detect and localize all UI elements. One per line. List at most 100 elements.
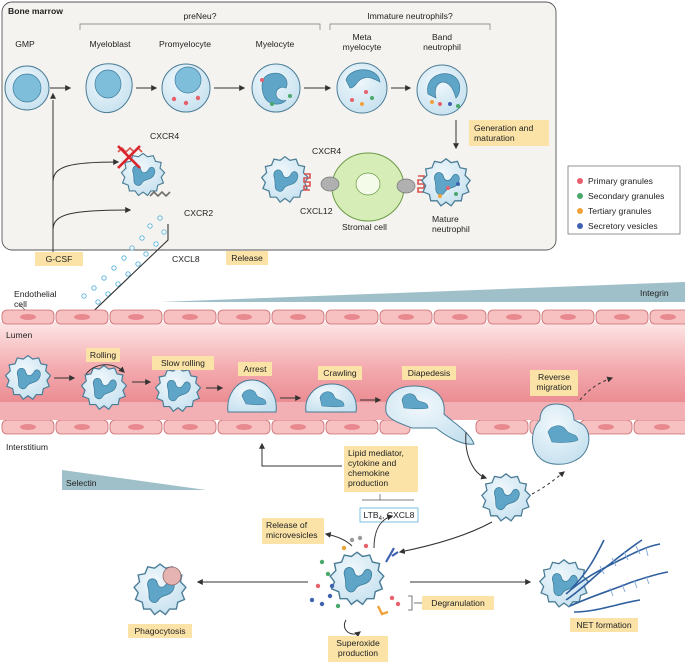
cell-gmp [4,65,50,111]
endothelium-top-nuclei [20,314,676,320]
cxcl8-top-label: CXCL8 [172,254,200,264]
cell-phagocytosis [133,563,187,616]
cxcr2-label: CXCR2 [184,208,213,218]
selectin-gradient [62,470,206,490]
gcsf-to-cxcr4 [52,159,120,183]
phagocytosis-highlight [128,624,192,638]
release-highlight [226,251,268,265]
endothelium-bottom-nuclei [20,424,670,430]
preneu-label: preNeu? [184,11,217,21]
rolling-label: Rolling [90,350,116,360]
legend-item-secondary: Secondary granules [577,191,664,201]
diapedesis-highlight [402,366,456,380]
legend-label-secondary: Secondary granules [588,191,664,201]
interstitium-label: Interstitium [6,442,48,452]
phagocytosis-label: Phagocytosis [134,626,185,636]
cxcl8-gradient-dots [81,215,167,305]
rolling-highlight [86,348,120,362]
arrest-label: Arrest [244,364,268,374]
crawling-highlight [318,366,362,380]
slow-rolling-label: Slow rolling [161,358,205,368]
cxcr4-mid-label: CXCR4 [312,146,341,156]
stromal-label: Stromal cell [342,222,387,232]
legend-swatch-primary [577,178,583,184]
panel-title: Bone marrow [8,6,63,16]
legend-item-secretory: Secretory vesicles [577,221,658,231]
arrow-to-effector [398,521,493,554]
microvesicles-highlight [262,518,324,544]
cell-diapedesis [385,385,475,445]
release-label: Release [231,253,263,263]
mature-neutrophil [421,158,471,207]
cell-myeloblast [85,63,133,114]
reverse-entry-arrow [531,471,565,495]
lipid-label: Lipid mediator, cytokine and chemokine p… [348,448,406,488]
immature-bracket [329,23,491,30]
net-highlight [570,618,638,632]
cell-band [416,64,468,116]
legend-box [567,165,681,235]
bone-marrow-panel: Bone marrow preNeu? Immature neutrophils… [1,1,557,266]
crawling-label: Crawling [323,368,357,378]
stromal-cell [303,152,425,222]
legend-swatch-secretory [577,223,583,229]
generation-highlight [469,120,549,146]
cxcl12-label: CXCL12 [300,206,333,216]
cell-releasing-neutrophil [117,145,171,198]
cell-net-formation [539,539,669,613]
degranulation-highlight [422,596,494,610]
immature-label: Immature neutrophils? [367,11,453,21]
cxcl12-ligand-left [320,176,340,192]
integrin-label: Integrin [640,288,669,298]
reverse-highlight [530,370,578,396]
stage-label-myelocyte: Myelocyte [256,39,295,49]
cell-effector [329,547,399,616]
cxcr4-receptor-left [303,173,311,191]
endothelium-top [1,309,685,325]
granule-release-dots [309,535,401,609]
reverse-exit-arrow [579,376,614,401]
degranulation-label: Degranulation [431,598,485,608]
legend-swatch-tertiary [577,208,583,214]
gcsf-label: G-CSF [46,254,73,264]
cxcr4-top-label: CXCR4 [150,131,179,141]
selectin-label: Selectin [66,478,97,488]
cell-promyelocyte [161,63,211,113]
legend-label-primary: Primary granules [588,176,653,186]
slow-rolling-highlight [152,356,214,370]
cxcr4-blocked-icon [117,145,141,169]
arrow-to-interstitium [465,431,488,480]
preneu-bracket [79,23,321,30]
gcsf-highlight [35,252,83,266]
lipid-highlight [344,446,418,492]
cell-reverse-migration [532,403,590,465]
superoxide-arrow [344,619,361,638]
cell-arrest [227,379,277,413]
cell-crawling [305,383,357,413]
stage-label-promyelocyte: Promyelocyte [159,39,211,49]
cxcr2-receptor [149,190,171,198]
stage-label-gmp: GMP [15,39,35,49]
cxcl12-ligand-right [396,178,416,194]
arrest-highlight [238,362,272,376]
cell-myelocyte [251,63,301,113]
cell-rolling [80,364,128,410]
cell-interstitial [481,473,531,522]
arrow-to-microvesicles [324,532,353,547]
diapedesis-label: Diapedesis [408,368,451,378]
ltb4-label: LTB4, CXCL8 [364,510,415,522]
gcsf-to-cxcr2 [52,207,132,231]
stage-label-myeloblast: Myeloblast [89,39,131,49]
legend-label-secretory: Secretory vesicles [588,221,658,231]
lumen-label: Lumen [6,330,32,340]
integrin-gradient [160,282,685,302]
granule-legend: Primary granules Secondary granules Tert… [567,165,681,235]
legend-swatch-secondary [577,193,583,199]
